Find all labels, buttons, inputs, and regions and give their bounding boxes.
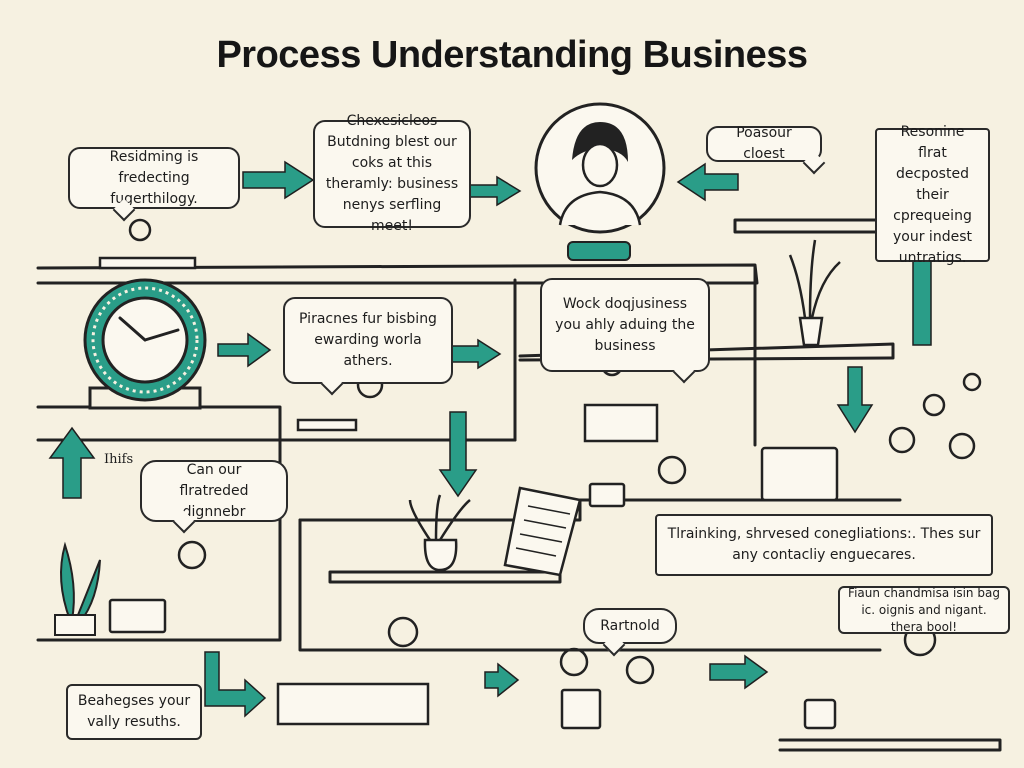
person-icon xyxy=(888,426,916,454)
arrow-left-icon xyxy=(676,162,739,202)
plant-icon xyxy=(54,541,101,636)
shelf-line xyxy=(298,498,902,522)
speech-bubble: Piracnes fur bisbing ewarding worla athe… xyxy=(283,297,453,384)
person-icon xyxy=(657,455,687,485)
bubble-text: Residming is fredecting fugerthilogy. xyxy=(109,148,199,207)
arrow-up-icon xyxy=(48,426,96,499)
desk-icon xyxy=(583,403,659,443)
bubble-text: Can our flratreded dignnebr xyxy=(179,461,249,520)
speech-bubble: Beahegses your vally resuths. xyxy=(66,684,202,740)
arrow-down-icon xyxy=(836,366,874,434)
person-icon xyxy=(559,647,589,677)
shelf-line xyxy=(778,738,1002,752)
arrow-down-icon xyxy=(438,411,478,498)
arrow-right-icon xyxy=(709,654,769,690)
arrow-right-icon xyxy=(464,175,522,207)
bubble-text: Fiaun chandmisa isin bag ic. oignis and … xyxy=(848,585,1000,634)
clock-icon xyxy=(83,278,207,410)
speech-bubble: Tlrainking, shrvesed conegliations:. The… xyxy=(655,514,993,576)
document-icon xyxy=(503,486,582,577)
arrow-right-icon xyxy=(242,160,315,200)
person-icon xyxy=(128,218,152,242)
bubble-text: Resonine flrat decposted their cprequein… xyxy=(893,123,972,266)
desk-icon xyxy=(276,682,430,726)
shelf-line xyxy=(328,570,562,584)
laptop-icon xyxy=(108,598,167,634)
bubble-text: Poasour cloest xyxy=(736,125,792,162)
target-icon xyxy=(922,393,946,417)
arrow-right-icon xyxy=(449,338,502,370)
arrow-right-icon xyxy=(484,662,520,698)
speech-bubble: Wock doqjusiness you ahly aduing the bus… xyxy=(540,278,710,372)
bubble-text: Wock doqjusiness you ahly aduing the bus… xyxy=(555,295,695,354)
monitor-icon xyxy=(760,446,839,502)
person-icon xyxy=(625,655,655,685)
bubble-text: Piracnes fur bisbing ewarding worla athe… xyxy=(299,311,437,369)
avatar-icon xyxy=(534,102,666,261)
desk-icon xyxy=(296,418,358,432)
plant-icon xyxy=(408,494,471,572)
speech-bubble: Chexesicleos Butdning blest our coks at … xyxy=(313,113,471,234)
arrow-right-icon xyxy=(217,332,272,368)
desk-icon xyxy=(803,698,837,730)
page-title: Process Understanding Business xyxy=(216,34,808,76)
speech-bubble: Can our flratreded dignnebr xyxy=(140,460,288,522)
speech-bubble: Resonine flrat decposted their cprequein… xyxy=(875,124,990,266)
laptop-icon xyxy=(560,688,602,730)
scribble-label: Ihifs xyxy=(104,452,134,467)
arrow-elbow-icon xyxy=(204,651,267,718)
speech-bubble: Poasour cloest xyxy=(706,125,822,162)
bubble-text: Chexesicleos Butdning blest our coks at … xyxy=(325,113,459,234)
plant-icon xyxy=(788,239,841,347)
speech-bubble: Residming is fredecting fugerthilogy. xyxy=(68,147,240,209)
shelf-line xyxy=(298,518,882,652)
person-icon xyxy=(948,432,976,460)
person-icon xyxy=(177,540,207,570)
person-icon xyxy=(387,616,419,648)
speech-bubble: Rartnold xyxy=(583,608,677,644)
desk-icon xyxy=(98,256,197,270)
bubble-text: Beahegses your vally resuths. xyxy=(77,693,191,730)
bubble-text: Rartnold xyxy=(600,617,660,634)
monitor-icon xyxy=(588,482,626,508)
bubble-text: Tlrainking, shrvesed conegliations:. The… xyxy=(667,526,981,563)
speech-bubble: Fiaun chandmisa isin bag ic. oignis and … xyxy=(838,586,1010,634)
sun-icon xyxy=(962,372,982,392)
